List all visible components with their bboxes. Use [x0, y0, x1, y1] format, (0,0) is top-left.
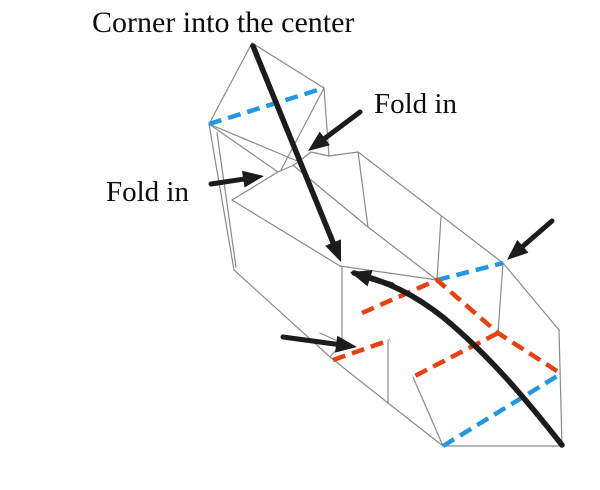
middle-left-arrow-shaft [280, 334, 343, 348]
wireframe-segment [251, 42, 325, 89]
wireframe-segment [357, 151, 504, 264]
corner-to-center-arrow-shaft [250, 43, 338, 250]
middle-left-arrow-head [335, 335, 357, 353]
wireframe-segment [208, 123, 235, 271]
right-edge-arrow-shaft [517, 218, 555, 252]
wireframe-segment [339, 265, 438, 281]
sweep-curve-arrowhead-head [350, 270, 373, 287]
middle-fold-line-red [411, 331, 500, 379]
wireframe-segment [293, 151, 312, 166]
wireframe-segment [357, 151, 369, 228]
upper-fold-line-red [361, 277, 562, 375]
fold-in-left-arrow-shaft [208, 176, 250, 187]
fold-in-left-label: Fold in [106, 176, 189, 208]
right-edge-arrow [507, 218, 555, 260]
wireframe-segment [231, 171, 279, 201]
wireframe-segment [329, 356, 389, 404]
wireframe-segment [436, 216, 442, 281]
wireframe-segment [216, 132, 237, 268]
fold-in-left-arrow [208, 170, 264, 188]
sweep-curve-arrowhead [350, 270, 395, 288]
wireframe-segment [233, 269, 331, 358]
wireframe-segment [231, 199, 341, 267]
fold-in-left-arrow-head [241, 170, 264, 188]
wireframe-segment [208, 42, 253, 125]
wireframe-segment [208, 123, 303, 164]
fold-in-right-arrow-head [308, 131, 330, 151]
flap-fold-line-blue [208, 85, 325, 127]
wireframe-segment [387, 402, 444, 447]
corner-to-center-arrow [250, 43, 341, 262]
wireframe-segment [208, 123, 279, 173]
right-edge-arrow-head [507, 239, 529, 260]
bottom-fold-line-blue [441, 373, 561, 448]
middle-left-arrow [280, 334, 357, 353]
sweep-curve-arrowhead-shaft [363, 274, 395, 288]
wireframe-segment [310, 151, 330, 157]
wireframe-segment [558, 329, 563, 447]
wireframe-segment [497, 262, 504, 334]
fold-in-right-arrow-shaft [319, 109, 363, 144]
wireframe-lines [208, 42, 563, 447]
wireframe-segment [502, 262, 560, 331]
wireframe-segment [280, 87, 325, 171]
wireframe-segment [277, 164, 295, 173]
arrows [208, 43, 555, 353]
fold-lines [208, 85, 562, 448]
corner-into-center-label: Corner into the center [92, 6, 355, 39]
fold-in-right-arrow [308, 109, 363, 151]
left-fold-line-red [332, 337, 391, 363]
corner-to-center-arrow-head [325, 239, 341, 262]
wireframe-segment [367, 226, 438, 281]
wireframe-segment [328, 151, 359, 157]
fold-in-right-label: Fold in [374, 88, 457, 120]
right-edge-fold-line-blue [436, 260, 504, 283]
wireframe-segment [412, 376, 444, 447]
